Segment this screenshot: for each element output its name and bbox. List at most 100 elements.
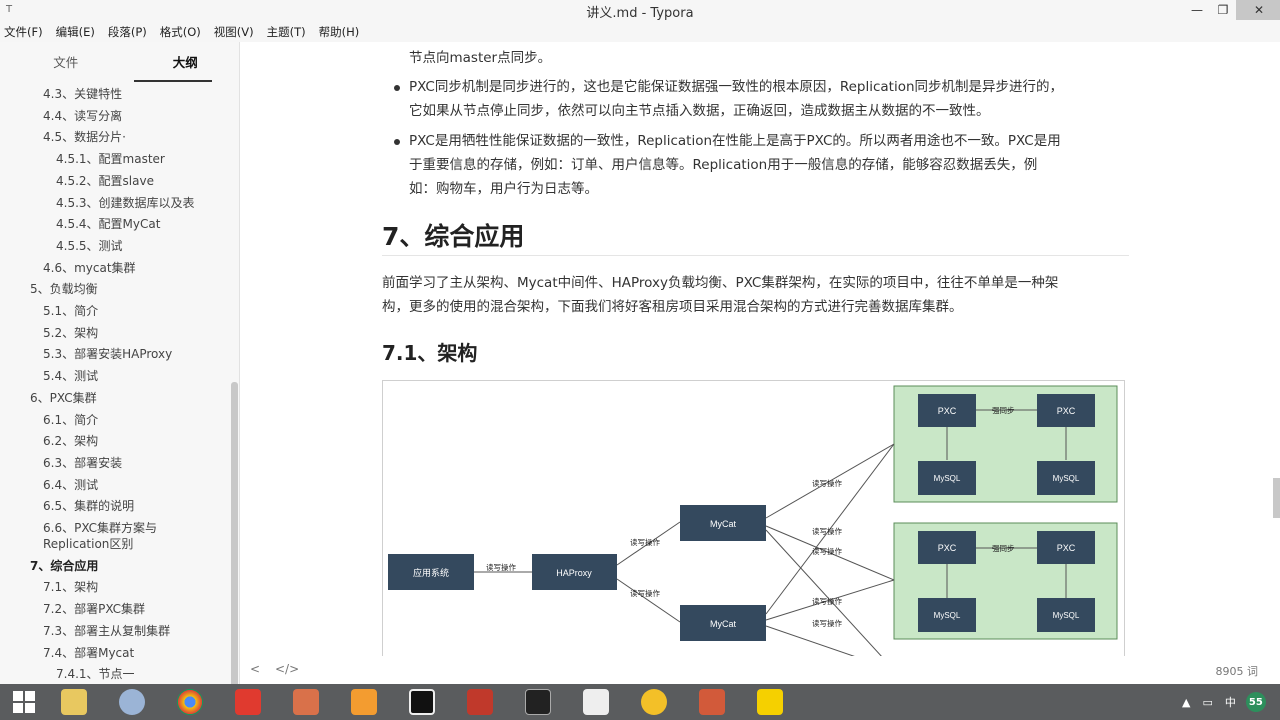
outline-list: 4.3、关键特性 4.4、读写分离 4.5、数据分片· 4.5.1、配置master 4… [0,84,230,684]
menu-theme[interactable]: 主题(T) [266,25,306,39]
list-item-line: PXC是用牺牲性能保证数据的一致性，Replication在性能上是高于PXC的… [409,133,1061,149]
tray-arrow-icon[interactable]: ▲ [1182,695,1191,709]
explorer-icon[interactable] [50,687,98,717]
app-node: 应用系统 [388,554,474,590]
menu-help[interactable]: 帮助(H) [318,25,360,39]
notebook-icon[interactable] [456,687,504,717]
bullet [394,85,400,91]
outline-item[interactable]: 5、负载均衡 [30,282,98,297]
editor-footer: < </> 8905 词 [240,656,1280,684]
outline-item[interactable]: 7.1、架构 [43,580,99,595]
outline-item[interactable]: 4.5.4、配置MyCat [56,217,161,232]
tab-files[interactable]: 文件 [53,55,79,70]
edge-label: 读写操作 [812,526,842,536]
sidebar: 文件 大纲 4.3、关键特性 4.4、读写分离 4.5、数据分片· 4.5.1、配置m… [0,42,240,700]
menu-view[interactable]: 视图(V) [213,25,254,39]
outline-item[interactable]: 4.5.2、配置slave [56,173,154,188]
list-item-line: 如：购物车，用户行为日志等。 [409,181,598,197]
minimize-button[interactable]: — [1191,3,1203,17]
mysql-node: MySQL [918,598,976,632]
outline-item[interactable]: 4.4、读写分离 [43,108,123,123]
mysql-node: MySQL [1037,598,1095,632]
sync-label: 强同步 [992,406,1015,415]
outline-item[interactable]: 5.4、测试 [43,369,99,384]
pxc-node: PXC [1037,394,1095,427]
outline-item[interactable]: 7.3、部署主从复制集群 [43,623,171,638]
outline-item[interactable]: 5.3、部署安装HAProxy [43,347,173,362]
outline-item[interactable]: 4.5.1、配置master [56,152,165,167]
restore-button[interactable]: ❐ [1217,3,1229,17]
app-w2-icon[interactable] [688,687,736,717]
taskbar: ▲ ▭ 中 55 [0,684,1280,720]
outline-item[interactable]: 7.4.1、节点一 [56,667,135,682]
mycat-node-1: MyCat [680,505,766,541]
svg-text:PXC: PXC [938,406,957,416]
outline-item[interactable]: 4.5、数据分片· [43,130,126,145]
xmind-icon[interactable] [224,687,272,717]
menu-file[interactable]: 文件(F) [4,25,43,39]
svg-text:MySQL: MySQL [1053,611,1080,620]
architecture-diagram: 应用系统 HAProxy MyCat MyCat PXC PXC MySQL M… [382,380,1125,656]
svg-text:MyCat: MyCat [710,619,737,629]
mysql-node: MySQL [918,461,976,495]
outline-item[interactable]: 7、综合应用 [30,558,99,573]
chrome-icon[interactable] [166,687,214,717]
app-icon[interactable]: T [6,4,13,15]
outline-item[interactable]: 5.1、简介 [43,304,99,318]
menu-format[interactable]: 格式(O) [159,25,201,39]
source-mode-icon[interactable]: </> [275,662,300,676]
sublime-icon[interactable] [340,687,388,717]
app-w-icon[interactable] [282,687,330,717]
start-button[interactable] [0,687,48,717]
outline-item[interactable]: 4.5.3、创建数据库以及表 [56,195,195,210]
sidebar-tabs: 文件 大纲 [0,42,239,84]
typora-icon[interactable] [572,687,620,717]
heading-1: 7、综合应用 [382,222,525,251]
paint-icon[interactable] [108,687,156,717]
clock-badge[interactable]: 55 [1245,692,1266,712]
svg-text:PXC: PXC [938,543,957,553]
sidebar-scrollbar[interactable] [231,382,238,700]
terminal-icon[interactable] [514,687,562,717]
svg-text:MySQL: MySQL [1053,474,1080,483]
network-icon[interactable]: ▭ [1202,695,1213,709]
edge-label: 读写操作 [812,546,842,556]
pxc-node: PXC [1037,531,1095,564]
menu-paragraph[interactable]: 段落(P) [107,25,147,39]
outline-item[interactable]: 4.6、mycat集群 [43,260,136,275]
outline-item[interactable]: 4.5.5、测试 [56,238,123,253]
outline-item[interactable]: Replication区别 [43,537,134,551]
menu-edit[interactable]: 编辑(E) [55,25,95,39]
outline-item[interactable]: 6.1、简介 [43,412,99,427]
video-icon[interactable] [746,687,794,717]
close-button[interactable]: ✕ [1236,0,1280,20]
svg-text:PXC: PXC [1057,543,1076,553]
edge-label: 读写操作 [812,478,842,488]
pxc-node: PXC [918,531,976,564]
outline-item[interactable]: 4.3、关键特性 [43,87,123,101]
outline-item[interactable]: 6.4、测试 [43,477,99,492]
editor-scrollbar[interactable] [1273,478,1280,518]
outline-item[interactable]: 7.4、部署Mycat [43,645,135,660]
back-icon[interactable]: < [250,662,261,676]
intellij-icon[interactable] [398,687,446,717]
tab-outline[interactable]: 大纲 [120,42,240,84]
haproxy-node: HAProxy [532,554,617,590]
outline-item[interactable]: 7.2、部署PXC集群 [43,602,146,617]
word-count[interactable]: 8905 词 [1215,665,1259,678]
svg-text:MySQL: MySQL [934,474,961,483]
outline-item[interactable]: 6、PXC集群 [30,390,97,405]
outline-item[interactable]: 6.3、部署安装 [43,455,123,470]
editor[interactable]: 节点向master点同步。 PXC同步机制是同步进行的，这也是它能保证数据强一致… [241,42,1271,656]
outline-item[interactable]: 6.6、PXC集群方案与 [43,521,158,535]
outline-item[interactable]: 5.2、架构 [43,325,99,340]
paragraph-line: 前面学习了主从架构、Mycat中间件、HAProxy负载均衡、PXC集群架构，在… [382,275,1059,291]
outline-item[interactable]: 6.5、集群的说明 [43,499,135,514]
outline-item[interactable]: 6.2、架构 [43,434,99,449]
paragraph-line: 构，更多的使用的混合架构，下面我们将好客租房项目采用混合架构的方式进行完善数据库… [382,299,963,315]
title-bar: T 讲义.md - Typora — ❐ ✕ [0,0,1280,22]
ime-indicator[interactable]: 中 [1224,696,1236,709]
navicat-icon[interactable] [630,687,678,717]
edge-label: 读写操作 [630,588,660,598]
sync-label: 强同步 [992,544,1015,553]
